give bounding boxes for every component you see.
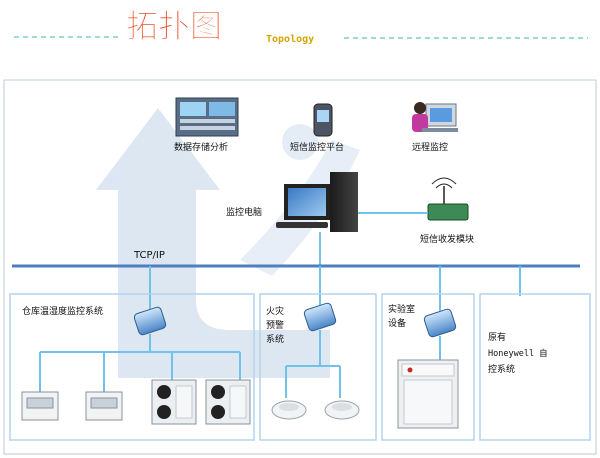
panel-fire (259, 293, 377, 441)
panel-warehouse (9, 293, 255, 441)
lab-controller (423, 308, 457, 338)
page-subtitle: Topology (266, 34, 314, 45)
sms-platform-label: 短信监控平台 (290, 141, 344, 153)
data-storage-label: 数据存储分析 (174, 141, 228, 153)
data-storage-node: 数据存储分析 (174, 97, 239, 153)
smoke-detector-2 (324, 400, 360, 420)
panel-lab-title-line2: 设备 (388, 317, 406, 329)
sms-modem-icon (427, 203, 469, 221)
fire-controller (303, 302, 337, 332)
sms-module-node: 短信收发模块 (420, 177, 474, 245)
smoke-detector-1 (271, 400, 307, 420)
panel-honeywell (479, 293, 591, 441)
humidity-sensor-1 (21, 391, 59, 421)
monitor-pc-label: 监控电脑 (226, 206, 262, 218)
remote-monitor-label: 远程监控 (412, 141, 448, 153)
controller-icon (303, 302, 337, 332)
panel-honeywell-title-line3: 控系统 (488, 363, 515, 375)
diagram-frame (3, 79, 597, 455)
panel-fire-title-line3: 系统 (266, 333, 284, 345)
operator-icon (414, 102, 426, 114)
panel-fire-title-line2: 预警 (266, 319, 284, 331)
ac-unit-1 (151, 379, 197, 425)
warehouse-controller (133, 306, 167, 336)
monitor-pc-node: 监控电脑 (226, 172, 358, 232)
lab-chamber (397, 359, 459, 429)
sms-module-label: 短信收发模块 (420, 233, 474, 245)
remote-monitor-node: 远程监控 (412, 102, 458, 153)
controller-icon (133, 306, 167, 336)
panel-honeywell-title-line1: 原有 (488, 331, 506, 343)
wireless-signal-icon (431, 177, 457, 189)
page-title: 拓扑图 (126, 7, 222, 45)
ac-unit-2 (205, 379, 251, 425)
panel-lab-title-line1: 实验室 (388, 303, 415, 315)
controller-icon (423, 308, 457, 338)
panel-warehouse-title: 仓库温湿度监控系统 (22, 305, 103, 317)
panel-honeywell-title-line2: Honeywell 自 (488, 348, 548, 359)
panel-fire-title-line1: 火灾 (266, 305, 284, 317)
sms-platform-node: 短信监控平台 (290, 103, 344, 153)
pc-tower-icon (330, 172, 358, 232)
humidity-sensor-2 (85, 391, 123, 421)
panel-lab (381, 293, 475, 441)
header: 拓扑图 Topology (14, 7, 588, 45)
network-label: TCP/IP (133, 250, 165, 261)
